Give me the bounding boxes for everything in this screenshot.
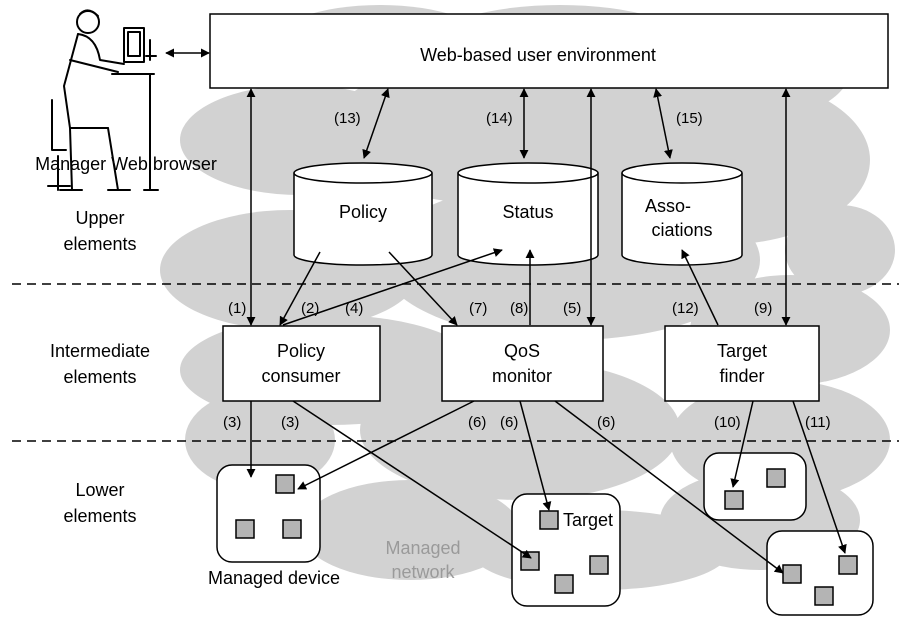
arrow-4 — [282, 248, 503, 326]
flow-label-11: (11) — [805, 414, 831, 431]
upper-layer-label-line1: Upper — [75, 208, 124, 228]
target-finder-box: Target finder — [664, 325, 820, 402]
managed-device-label: Managed device — [208, 568, 340, 588]
arrow-12 — [681, 249, 719, 326]
flow-label-9: (9) — [754, 300, 772, 317]
arrow-6b — [519, 400, 552, 511]
managed-network-label-line2: network — [391, 562, 455, 582]
managed-device — [216, 464, 321, 563]
lower-layer-label-line1: Lower — [75, 480, 124, 500]
managed-object — [782, 564, 802, 584]
managed-object — [539, 510, 559, 530]
managed-object — [554, 574, 574, 594]
policy-consumer-label-line2: consumer — [261, 366, 340, 386]
flow-label-2: (2) — [301, 300, 319, 317]
web-environment-label: Web-based user environment — [420, 45, 656, 65]
intermediate-layer-label-line2: elements — [63, 367, 136, 387]
flow-label-7: (7) — [469, 300, 487, 317]
managed-object — [724, 490, 744, 510]
managed-object — [235, 519, 255, 539]
managed-object — [275, 474, 295, 494]
target-finder-label-line2: finder — [719, 366, 764, 386]
qos-monitor-box: QoS monitor — [441, 325, 604, 402]
policy-consumer-box: Policy consumer — [222, 325, 381, 402]
policy-database-label: Policy — [339, 202, 387, 222]
managed-object — [282, 519, 302, 539]
upper-layer-label-line2: elements — [63, 234, 136, 254]
web-environment-box — [209, 13, 889, 89]
intermediate-layer-label-line1: Intermediate — [50, 341, 150, 361]
manager-workstation-icon — [47, 9, 159, 191]
target-label: Target — [563, 510, 613, 530]
associations-database: Asso- ciations — [621, 162, 743, 266]
associations-database-label-line1: Asso- — [645, 196, 691, 216]
target-finder-label-line1: Target — [717, 341, 767, 361]
flow-label-1: (1) — [228, 300, 246, 317]
flow-label-6b: (6) — [500, 414, 518, 431]
flow-label-6a: (6) — [468, 414, 486, 431]
flow-label-6c: (6) — [597, 414, 615, 431]
policy-consumer-label-line1: Policy — [277, 341, 325, 361]
arrow-10 — [730, 400, 754, 488]
arrow-2 — [279, 251, 321, 326]
connection-arrows — [165, 48, 847, 574]
flow-label-8: (8) — [510, 300, 528, 317]
flow-label-3a: (3) — [223, 414, 241, 431]
qos-monitor-label-line2: monitor — [492, 366, 552, 386]
flow-label-14: (14) — [486, 110, 513, 127]
associations-database-label-line2: ciations — [651, 220, 712, 240]
managed-object — [589, 555, 609, 575]
target-device — [511, 493, 621, 607]
flow-label-4: (4) — [345, 300, 363, 317]
finder-device-upper — [703, 452, 807, 521]
flow-label-10: (10) — [714, 414, 741, 431]
lower-layer-label-line2: elements — [63, 506, 136, 526]
managed-network-label-line1: Managed — [385, 538, 460, 558]
arrow-13 — [362, 88, 390, 159]
status-database: Status — [457, 162, 599, 266]
arrow-6a — [297, 400, 475, 490]
arrow-15 — [653, 88, 673, 159]
arrow-11 — [792, 400, 847, 554]
managed-object — [520, 551, 540, 571]
managed-object — [766, 468, 786, 488]
policy-database: Policy — [293, 162, 433, 266]
flow-label-13: (13) — [334, 110, 361, 127]
flow-label-3b: (3) — [281, 414, 299, 431]
arrow-6c — [554, 400, 784, 574]
arrow-3b — [292, 400, 532, 559]
qos-monitor-label-line1: QoS — [504, 341, 540, 361]
managed-object — [838, 555, 858, 575]
flow-label-12: (12) — [672, 300, 699, 317]
flow-label-15: (15) — [676, 110, 703, 127]
manager-label: Manager Web browser — [35, 154, 217, 174]
flow-label-5: (5) — [563, 300, 581, 317]
arrow-7 — [388, 251, 458, 326]
managed-object — [814, 586, 834, 606]
status-database-label: Status — [502, 202, 553, 222]
